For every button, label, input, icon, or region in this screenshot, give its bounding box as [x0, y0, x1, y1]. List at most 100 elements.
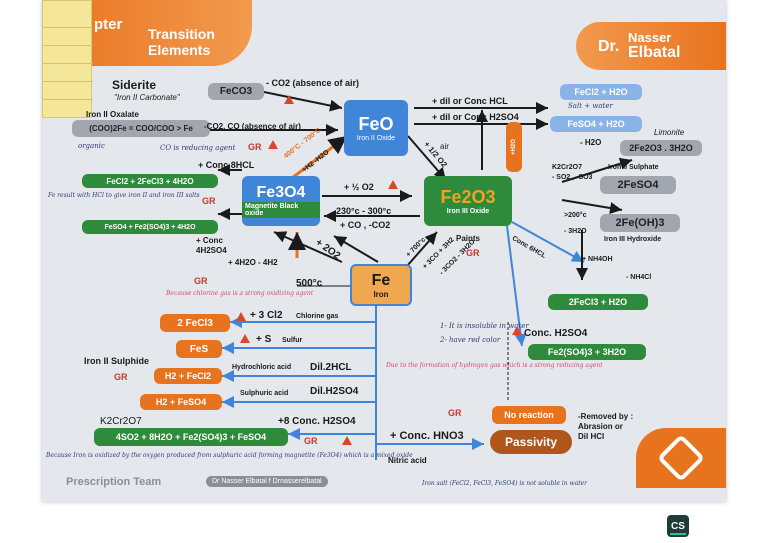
label-conc-left: + Conc [196, 236, 223, 245]
note-organic: organic [78, 142, 105, 150]
feso4-fe2so43-box: FeSO4 + Fe2(SO4)3 + 4H2O [82, 220, 218, 234]
gr-3: GR [466, 248, 480, 258]
label-nh4oh: + NH4OH [582, 256, 613, 263]
label-dil-2hcl: Dil.2HCL [310, 362, 352, 373]
note-footer: Because Iron is oxidized by the oxygen p… [46, 452, 413, 459]
author-first: Nasser [628, 30, 672, 45]
label-conc-hno3: + Conc. HNO3 [390, 430, 464, 442]
k2cr2o7-bottom-label: K2Cr2O7 [100, 416, 142, 427]
label-dil-h2so4-2: Dil.H2SO4 [310, 386, 359, 397]
gr-6: GR [304, 436, 318, 446]
label-cl2: + 3 Cl2 [250, 310, 283, 321]
label-sulfur: Sulfur [282, 337, 303, 344]
label-half-o2: + ½ O2 [344, 182, 374, 192]
label-hcl-acid: Hydrochloric acid [232, 364, 292, 371]
brand-logo-icon [656, 433, 706, 483]
label-temp-200: >200°c [564, 212, 587, 219]
label-temp-500: 500°c [296, 278, 323, 289]
label-dil-hcl-bottom: Dil HCl [578, 432, 605, 441]
label-air: air [440, 142, 449, 151]
siderite-name: Siderite [112, 78, 157, 92]
reaction-arrows [210, 91, 633, 460]
label-conc-left2: 4H2SO4 [196, 246, 227, 255]
h2-feso4-box: H2 + FeSO4 [140, 394, 222, 410]
feco3-box: FeCO3 [208, 83, 264, 100]
fecl2-fecl3-box: FeCl2 + 2FeCl3 + 4H2O [82, 174, 218, 188]
note-iron-salt: Iron salt (FeCl2, FeCl3, FeSO4) is not s… [422, 480, 588, 487]
final-products-box: 4SO2 + 8H2O + Fe2(SO4)3 + FeSO4 [94, 428, 288, 446]
label-sulphuric-acid: Sulphuric acid [240, 390, 289, 397]
chemistry-chart-sheet: pter Transition Elements Dr. Nasser Elba… [42, 0, 726, 502]
fe2so43-h2o-box: Fe2(SO4)3 + 3H2O [528, 344, 646, 360]
triangle-conc-h2so4 [512, 326, 522, 335]
label-so2-so3: - SO2 , -SO3 [552, 174, 593, 181]
label-co-co: + CO , -CO2 [340, 220, 391, 230]
label-h2o-minus: - H2O [580, 138, 602, 147]
label-chlorine-gas: Chlorine gas [296, 313, 339, 320]
iron2-sulphide-label: Iron II Sulphide [84, 356, 149, 366]
feso4-water-box: FeSO4 + H2O [550, 116, 642, 132]
label-temp-230: 230°c - 300°c [336, 206, 392, 216]
note-co-reducing: CO is reducing agent [160, 144, 236, 152]
triangle-cl2 [236, 312, 246, 321]
triangle-half-o2 [388, 180, 398, 189]
title-line2: Elements [148, 42, 211, 58]
fes-box: FeS [176, 340, 222, 358]
label-removed-by: -Removed by : [578, 412, 634, 421]
gr-7: GR [448, 408, 462, 418]
passivity-box: Passivity [490, 430, 572, 454]
header-banner-right [576, 22, 726, 70]
note-red-color: 2- have red color [440, 336, 501, 344]
two-feso4-box: 2FeSO4 [600, 176, 676, 194]
fecl3-box: 2 FeCl3 [160, 314, 230, 332]
author-last: Elbatal [628, 44, 681, 61]
label-co-absence: -CO2, CO (absence of air) [204, 122, 301, 131]
label-paints: Paints [456, 234, 481, 243]
note-fe-result: Fe result with HCl to give iron II and i… [48, 192, 200, 199]
triangle-feco3 [284, 95, 294, 104]
fe3o4-box: Fe3O4 Magnetite Black oxide [242, 176, 320, 226]
label-abrasion: Abrasion or [578, 422, 623, 431]
footer-prescription: Prescription Team [66, 476, 162, 488]
label-conc-8h2so4: +8 Conc. H2SO4 [278, 416, 356, 427]
note-insoluble: 1- It is insoluble in water [440, 322, 529, 330]
label-conc-h2so4-right: Conc. H2SO4 [524, 328, 588, 339]
gr-4: GR [194, 276, 208, 286]
cs-scanner-logo: CS [667, 515, 689, 537]
label-conc-8hcl: + Conc 8HCL [198, 160, 255, 170]
no-reaction-box: No reaction [492, 406, 566, 424]
h2-fecl2-box: H2 + FeCl2 [154, 368, 222, 384]
brand-logo [636, 428, 726, 488]
iron2-oxalate-label: Iron II Oxalate [86, 110, 139, 119]
author-prefix: Dr. [598, 38, 620, 55]
two-feoh3-box: 2Fe(OH)3 [600, 214, 680, 232]
title-line1: Transition [148, 26, 215, 42]
label-co2-absence: - CO2 (absence of air) [266, 78, 360, 88]
label-h2o-h2: + 4H2O - 4H2 [228, 258, 278, 267]
label-dil-h2so4: + dil or Conc H2SO4 [432, 112, 519, 122]
footer-social: Dr Nasser Elbatal f Drnasserelbatal [206, 476, 328, 487]
gr-5: GR [114, 372, 128, 382]
label-s: + S [256, 334, 272, 345]
note-due-to: Due to the formation of hydrogen gas whi… [386, 362, 603, 369]
fe2o3-box: Fe2O3 Iron III Oxide [424, 176, 512, 226]
triangle-s [240, 334, 250, 343]
label-dil-hcl: + dil or Conc HCL [432, 96, 508, 106]
oxalate-box: (COO)2Fe = COO/COO > Fe [72, 120, 210, 137]
triangle-oxalate [268, 140, 278, 149]
gr-2: GR [202, 196, 216, 206]
feo-box: FeO Iron II Oxide [344, 100, 408, 156]
limonite-box: 2Fe2O3 . 3H2O [620, 140, 702, 156]
chapter-label: pter [94, 16, 123, 33]
note-salt-water: Salt + water [568, 102, 613, 110]
label-nitric-acid: Nitric acid [388, 456, 427, 465]
label-nh4cl: - NH4Cl [626, 274, 652, 281]
label-h2o-3: - 3H2O [564, 228, 587, 235]
gr-1: GR [248, 142, 262, 152]
label-k2cr2o7: K2Cr2O7 [552, 164, 582, 171]
triangle-final [342, 436, 352, 445]
limonite-label: Limonite [654, 128, 685, 137]
fecl2-water-box: FeCl2 + H2O [560, 84, 642, 100]
fe-box: Fe Iron [350, 264, 412, 306]
vertical-orange-tag: +H2O [506, 122, 522, 172]
